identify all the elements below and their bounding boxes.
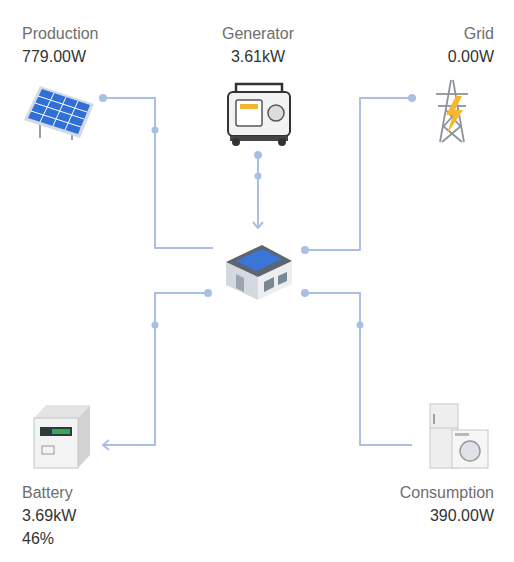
device-value: 390.00W bbox=[334, 504, 494, 527]
panel-grid-line bbox=[40, 93, 54, 122]
flow-wires bbox=[103, 98, 412, 450]
grid-wire bbox=[305, 98, 412, 250]
consumption-wire bbox=[305, 293, 412, 445]
device-name: Production bbox=[22, 22, 182, 45]
device-value: 779.00W bbox=[22, 45, 182, 68]
fridge-handle bbox=[433, 414, 435, 424]
wire-dot bbox=[152, 127, 159, 134]
device-name: Grid bbox=[334, 22, 494, 45]
pylon-arm bbox=[436, 93, 468, 95]
appliances-icon bbox=[430, 404, 488, 468]
device-name: Generator bbox=[178, 22, 338, 45]
generator-gauge bbox=[268, 105, 284, 121]
fridge-door-line bbox=[430, 428, 458, 429]
generator-wire bbox=[257, 155, 259, 228]
generator-wheel bbox=[278, 138, 286, 146]
wire-dot bbox=[152, 322, 159, 329]
solar-panel-icon bbox=[24, 86, 94, 140]
battery-display-label bbox=[52, 429, 70, 434]
device-value: 0.00W bbox=[334, 45, 494, 68]
battery-side bbox=[78, 405, 90, 468]
device-name: Consumption bbox=[334, 481, 494, 504]
wire-dot bbox=[254, 151, 262, 159]
generator-frame bbox=[228, 92, 290, 136]
battery-symbol bbox=[42, 446, 54, 454]
house-window bbox=[264, 277, 274, 292]
device-label: Generator3.61kW bbox=[178, 22, 338, 68]
wire-dot bbox=[301, 289, 309, 297]
generator-icon bbox=[228, 84, 290, 146]
wire-dot bbox=[301, 246, 309, 254]
battery-wire bbox=[103, 293, 208, 445]
house-window bbox=[278, 272, 287, 285]
battery-arrow-head bbox=[103, 440, 109, 450]
pylon-brace bbox=[442, 126, 461, 142]
panel-grid-line bbox=[53, 97, 66, 126]
device-label: Battery3.69kW46% bbox=[22, 481, 182, 550]
generator-label bbox=[240, 104, 258, 109]
device-value: 46% bbox=[22, 527, 182, 550]
grid-pylon-icon bbox=[436, 80, 468, 142]
device-label: Consumption390.00W bbox=[334, 481, 494, 527]
wire-dot bbox=[357, 322, 364, 329]
washer-panel bbox=[455, 433, 469, 436]
battery-display bbox=[40, 427, 72, 436]
house-solar-roof bbox=[236, 249, 282, 271]
production-wire bbox=[103, 98, 213, 248]
panel-grid bbox=[31, 93, 87, 130]
generator-panel bbox=[236, 100, 262, 126]
wire-dot bbox=[408, 94, 416, 102]
battery-front bbox=[34, 418, 78, 468]
generator-wheel bbox=[232, 138, 240, 146]
generator-arrow-head bbox=[253, 222, 263, 228]
wire-dot bbox=[99, 94, 107, 102]
lightning-bolt bbox=[446, 96, 463, 134]
house-door bbox=[236, 274, 244, 292]
device-label: Production779.00W bbox=[22, 22, 182, 68]
house-icon bbox=[226, 245, 292, 300]
panel-grid-line bbox=[65, 101, 78, 130]
device-value: 3.69kW bbox=[22, 504, 182, 527]
device-name: Battery bbox=[22, 481, 182, 504]
generator-handle bbox=[236, 84, 282, 92]
battery-icon bbox=[34, 405, 90, 468]
wire-dot bbox=[255, 173, 262, 180]
panel-cells bbox=[28, 89, 90, 134]
wire-dot bbox=[204, 289, 212, 297]
house-roof bbox=[226, 245, 292, 277]
panel-frame bbox=[24, 86, 94, 138]
device-value: 3.61kW bbox=[178, 45, 338, 68]
washer-body bbox=[452, 430, 488, 468]
pylon-lattice bbox=[436, 80, 468, 142]
pylon-brace bbox=[443, 126, 462, 142]
device-label: Grid0.00W bbox=[334, 22, 494, 68]
washer-door bbox=[460, 441, 480, 461]
